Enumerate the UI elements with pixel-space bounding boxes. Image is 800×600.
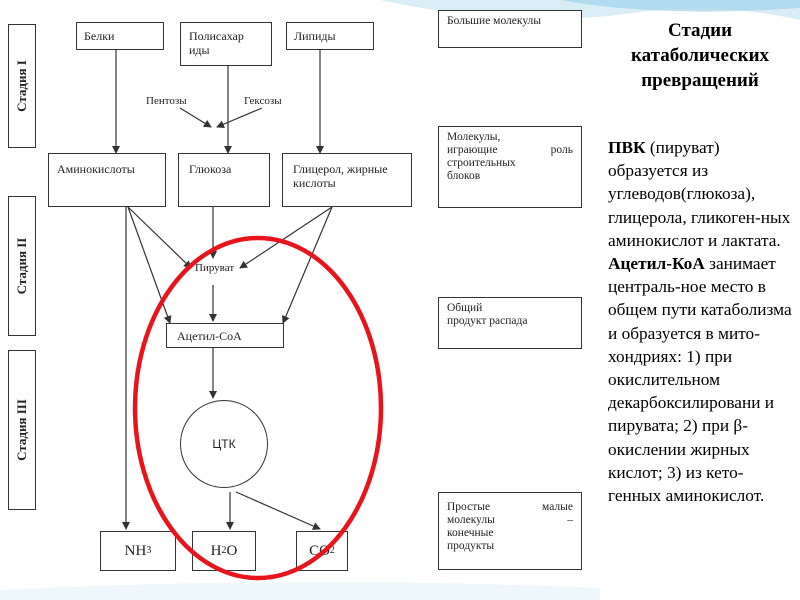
common-product-desc: Общий продукт распада	[438, 297, 582, 349]
big-molecules-desc: Большие молекулы	[438, 10, 582, 48]
pvk-description: (пируват) образуется из углеводов(глюкоз…	[608, 138, 791, 250]
building-blocks-desc: Молекулы, играющие роль строительных бло…	[438, 126, 582, 208]
glucose-box: Глюкоза	[178, 153, 270, 207]
pyruvate-label: Пируват	[194, 262, 236, 274]
stage-2-label: Стадия II	[8, 196, 36, 336]
stage-3-label: Стадия III	[8, 350, 36, 510]
amino-acids-box: Аминокислоты	[48, 153, 166, 207]
acetyl-coa-box: Ацетил-СоА	[166, 323, 284, 348]
lipids-box: Липиды	[286, 22, 374, 50]
slide-title: Стадии катаболических превращений	[630, 20, 770, 91]
pentoses-label: Пентозы	[146, 95, 187, 107]
glycerol-fatty-acids-box: Глицерол, жирные кислоты	[282, 153, 412, 207]
simple-molecules-desc: Простые малые молекулы – конечные продук…	[438, 492, 582, 570]
acetyl-coa-term: Ацетил-КоА	[608, 254, 705, 274]
slide-body-text: ПВК (пируват) образуется из углеводов(гл…	[608, 136, 796, 507]
hexoses-label: Гексозы	[244, 95, 282, 107]
proteins-box: Белки	[76, 22, 164, 50]
catabolism-diagram: Стадия I Стадия II Стадия III Белки Поли…	[8, 10, 582, 581]
acetyl-coa-description: занимает централь-ное место в общем пути…	[608, 254, 792, 506]
tca-cycle-circle: ЦТК	[180, 400, 268, 488]
stage-1-label: Стадия I	[8, 24, 36, 148]
pvk-term: ПВК	[608, 138, 646, 157]
polysaccharides-box: Полисахар иды	[180, 22, 272, 66]
